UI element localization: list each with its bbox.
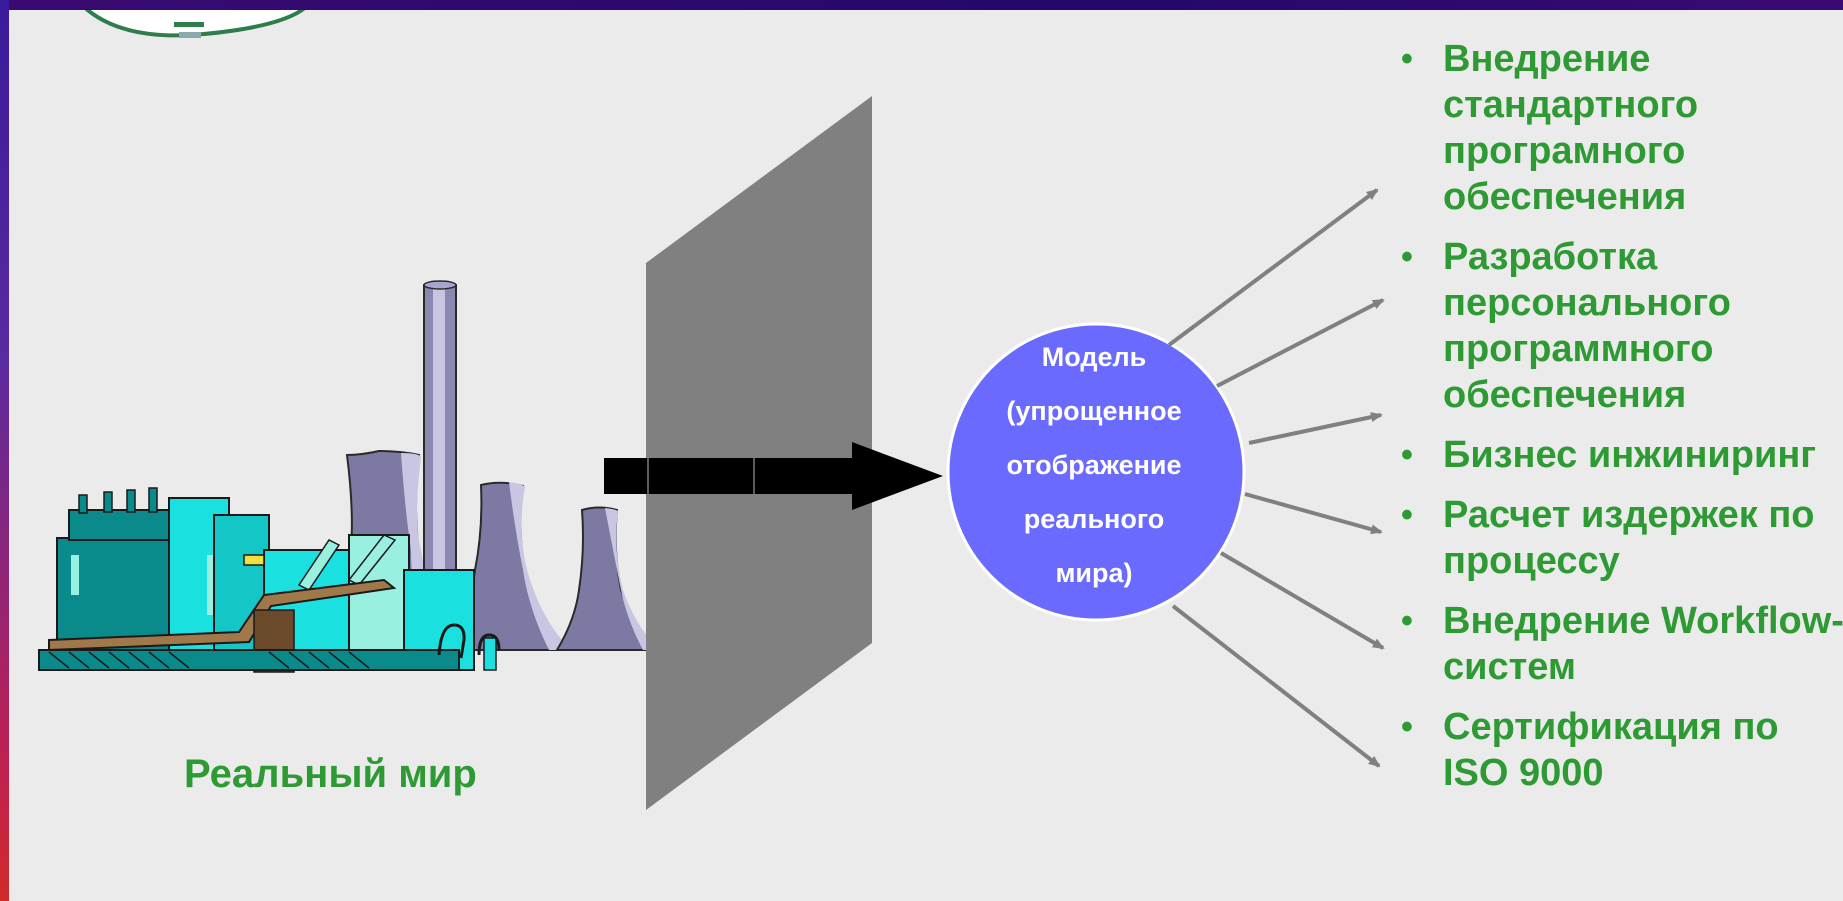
list-item: Расчет издержек по процессу <box>1397 492 1843 584</box>
real-world-label: Реальный мир <box>184 752 477 796</box>
projection-screen <box>646 96 872 810</box>
modeling-diagram <box>38 10 1385 810</box>
model-circle <box>946 322 1246 622</box>
modeling-arrow <box>604 442 943 510</box>
applications-list: Внедрение стандартного програмного обесп… <box>1397 36 1843 810</box>
list-item: Разработка персонального программного об… <box>1397 234 1843 418</box>
list-item: Внедрение стандартного програмного обесп… <box>1397 36 1843 220</box>
logo-emblem-icon <box>84 10 306 38</box>
slide-frame-left <box>0 0 9 901</box>
model-label: Модель (упрощенное отображение реального… <box>949 330 1239 600</box>
factory-icon <box>38 280 662 673</box>
list-item: Бизнес инжиниринг <box>1397 432 1843 478</box>
slide-frame-top <box>0 0 1843 10</box>
list-item: Сертификация по ISO 9000 <box>1397 704 1843 796</box>
model-label-line: (упрощенное <box>1006 396 1182 426</box>
model-label-line: реального <box>1023 504 1165 534</box>
model-label-line: отображение <box>1006 450 1182 480</box>
application-arrows <box>1167 188 1385 768</box>
model-label-line: мира) <box>1055 558 1133 588</box>
model-label-line: Модель <box>1041 342 1147 372</box>
slide-canvas: Модель (упрощенное отображение реального… <box>9 10 1843 901</box>
list-item: Внедрение Workflow-систем <box>1397 598 1843 690</box>
